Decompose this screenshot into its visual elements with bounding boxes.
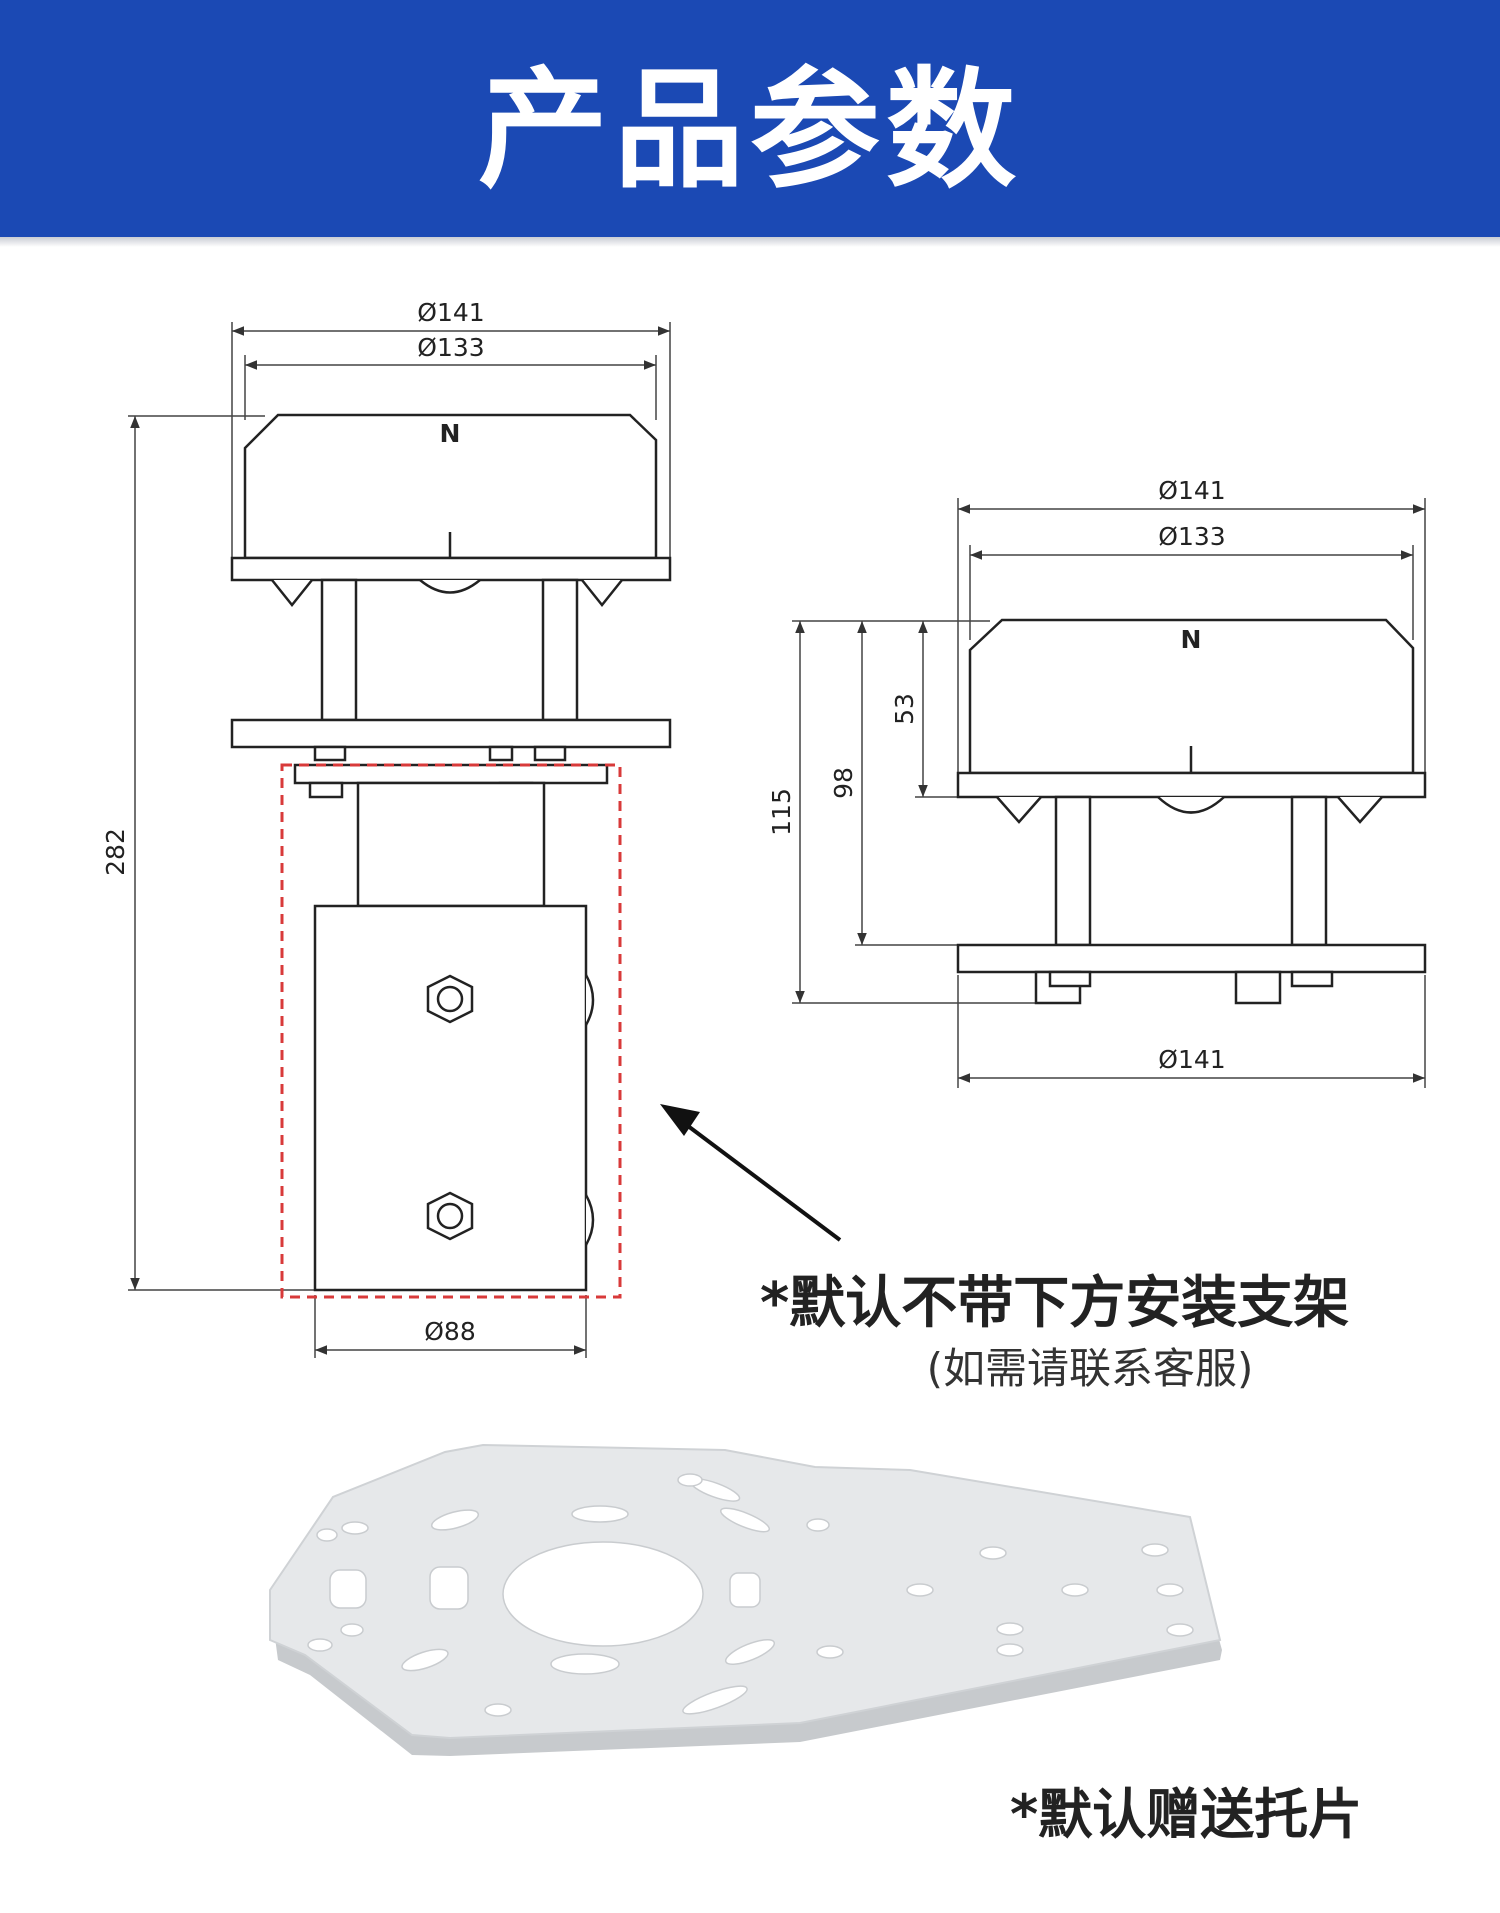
- side-leg-right: [1290, 795, 1328, 947]
- cone-left: [271, 579, 313, 608]
- front-dim-outer-diameter: Ø141: [417, 298, 484, 327]
- side-dim-outer-diameter: Ø141: [1158, 476, 1225, 505]
- bracket-plate: [293, 763, 609, 785]
- bracket-note: *默认不带下方安装支架: [760, 1271, 1350, 1336]
- plate-holes: [307, 1473, 1194, 1717]
- center-hole: [502, 1541, 704, 1647]
- bracket-note-sub: (如需请联系客服): [926, 1344, 1254, 1393]
- side-leg-left: [1054, 795, 1092, 947]
- side-dim-lines: [792, 498, 1426, 1088]
- pointer-arrow: [660, 1104, 842, 1242]
- side-top-plate: [956, 771, 1427, 799]
- side-dim-53: 53: [890, 693, 919, 725]
- page-title: 产品参数: [477, 53, 1022, 206]
- side-dim-inner-diameter: Ø133: [1158, 522, 1225, 551]
- side-dim-98: 98: [829, 767, 858, 799]
- base-plate: [230, 718, 672, 749]
- leg-left: [320, 578, 358, 722]
- side-north-label: N: [1181, 625, 1202, 654]
- dome-center: [419, 579, 481, 594]
- mounting-plate: [269, 1443, 1222, 1756]
- front-dim-mount-diameter: Ø88: [424, 1317, 476, 1346]
- top-plate: [230, 556, 672, 582]
- header-shadow: [0, 237, 1500, 247]
- side-view: [792, 498, 1427, 1088]
- side-base-plate: [956, 943, 1427, 974]
- header-banner: 产品参数: [0, 0, 1500, 237]
- front-dim-total-height: 282: [101, 828, 130, 876]
- side-dim-bottom-diameter: Ø141: [1158, 1045, 1225, 1074]
- front-view: [128, 322, 672, 1358]
- plate-note: *默认赠送托片: [1010, 1783, 1363, 1846]
- leg-right: [541, 578, 579, 722]
- front-dim-inner-diameter: Ø133: [417, 333, 484, 362]
- bracket-highlight-box: [280, 763, 622, 1299]
- side-dim-115: 115: [767, 788, 796, 836]
- front-north-label: N: [440, 419, 461, 448]
- mount-pole: [356, 781, 546, 908]
- cone-right: [581, 579, 623, 608]
- front-dim-lines: [128, 322, 671, 1358]
